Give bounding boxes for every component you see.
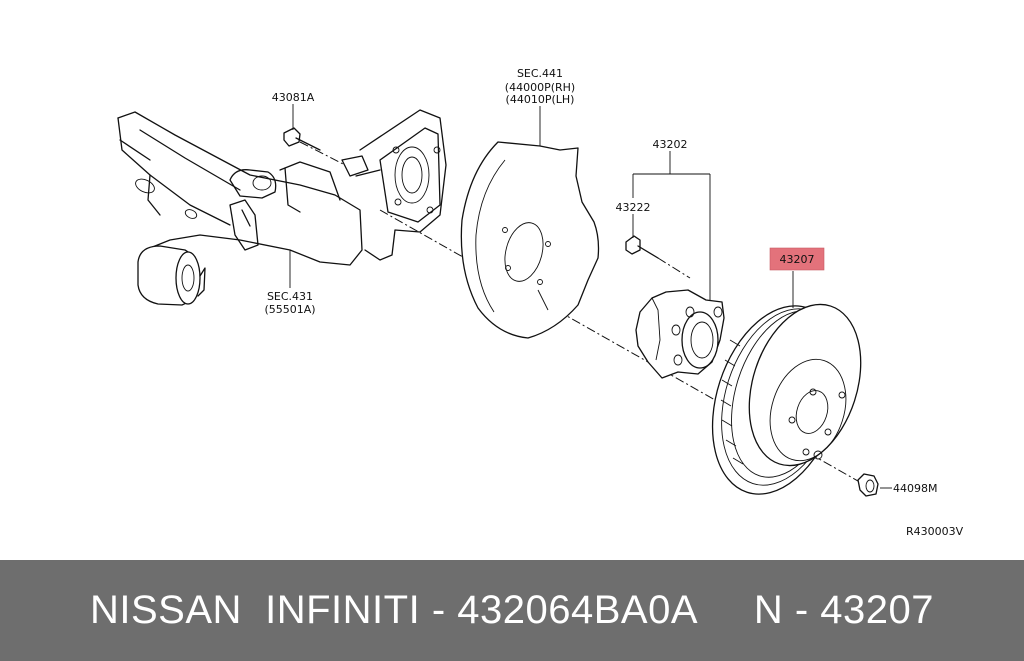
dust-shield	[460, 141, 600, 339]
label-44098M: 44098M	[893, 482, 937, 495]
label-sec431-title: SEC.431	[267, 290, 313, 303]
bolt-43222	[625, 235, 691, 279]
drawing-reference: R430003V	[906, 525, 964, 538]
footer-part-number: NISSAN INFINITI - 432064BA0A N - 43207	[89, 588, 935, 632]
label-43207: 43207	[780, 253, 815, 266]
hub-bearing	[635, 289, 725, 379]
part-highlight-box	[769, 247, 825, 271]
label-sec441-rh: (44000P(RH)	[505, 81, 575, 94]
label-sec431-sub: (55501A)	[264, 303, 315, 316]
nut-44098M	[857, 473, 879, 497]
label-43222: 43222	[616, 201, 651, 214]
parts-diagram: 43081A SEC.441 (44000P(RH) (44010P(LH) 4…	[117, 67, 964, 538]
label-sec441-lh: (44010P(LH)	[506, 93, 575, 106]
suspension-member	[117, 109, 447, 306]
label-sec441-title: SEC.441	[517, 67, 563, 80]
label-43081A: 43081A	[272, 91, 315, 104]
leader-43202	[633, 151, 711, 300]
footer-banner: NISSAN INFINITI - 432064BA0A N - 43207	[0, 560, 1024, 661]
label-43202: 43202	[653, 138, 688, 151]
brake-rotor	[711, 303, 862, 495]
bolt-43081A	[283, 127, 346, 166]
